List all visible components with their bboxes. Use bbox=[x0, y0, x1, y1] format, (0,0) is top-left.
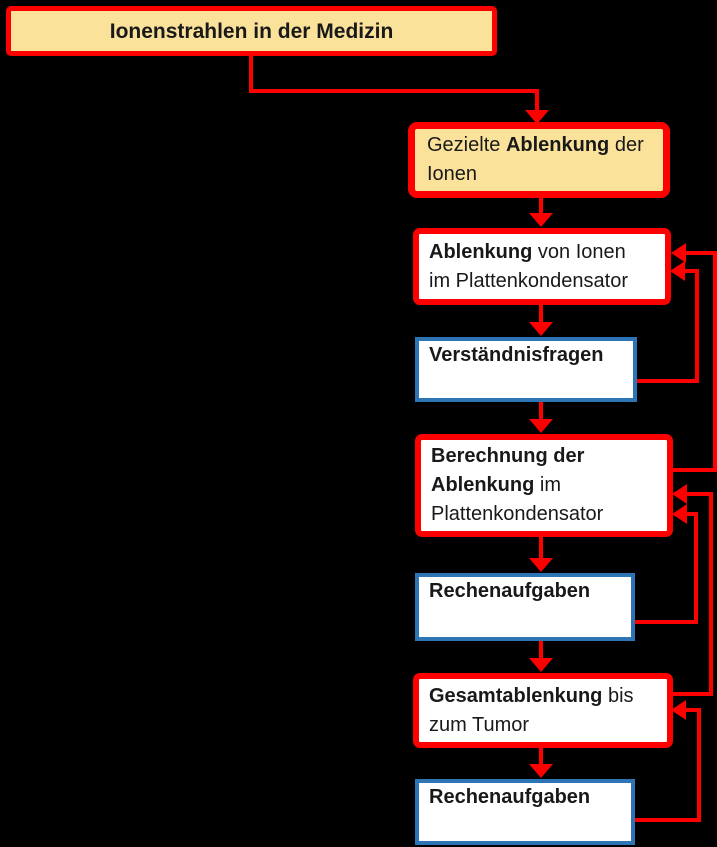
node-rechenaufgaben-2: Rechenaufgaben bbox=[415, 779, 635, 845]
feedback-berechnung-to-ablenkung bbox=[671, 251, 717, 472]
node-verstaendnisfragen: Verständnisfragen bbox=[415, 337, 637, 402]
arrowhead-left-gesamt-icon bbox=[671, 700, 686, 720]
arrowhead-down-gesamt-icon bbox=[529, 658, 553, 672]
arrowhead-left-ablenkung-2-icon bbox=[670, 261, 685, 281]
node-rechenaufgaben-1: Rechenaufgaben bbox=[415, 573, 635, 641]
arrowhead-left-berechnung-1-icon bbox=[672, 484, 687, 504]
connector-title-to-gezielte bbox=[249, 56, 539, 112]
feedback-gesamt-to-berechnung bbox=[672, 492, 713, 696]
node-ionenstrahlen-title: Ionenstrahlen in der Medizin bbox=[6, 6, 497, 56]
arrowhead-left-berechnung-2-icon bbox=[672, 504, 687, 524]
arrowhead-down-rechen2-icon bbox=[529, 764, 553, 778]
node-label: Verständnisfragen bbox=[429, 344, 604, 366]
arrowhead-down-berechnung-icon bbox=[529, 419, 553, 433]
arrowhead-down-rechen1-icon bbox=[529, 558, 553, 572]
node-label: Rechenaufgaben bbox=[429, 580, 591, 602]
arrowhead-down-ablenkung-icon bbox=[529, 213, 553, 227]
node-label: Ionenstrahlen in der Medizin bbox=[109, 19, 394, 43]
arrowhead-left-ablenkung-1-icon bbox=[671, 243, 686, 263]
node-label: Rechenaufgaben bbox=[429, 786, 591, 808]
arrowhead-down-verstaendnis-icon bbox=[529, 322, 553, 336]
